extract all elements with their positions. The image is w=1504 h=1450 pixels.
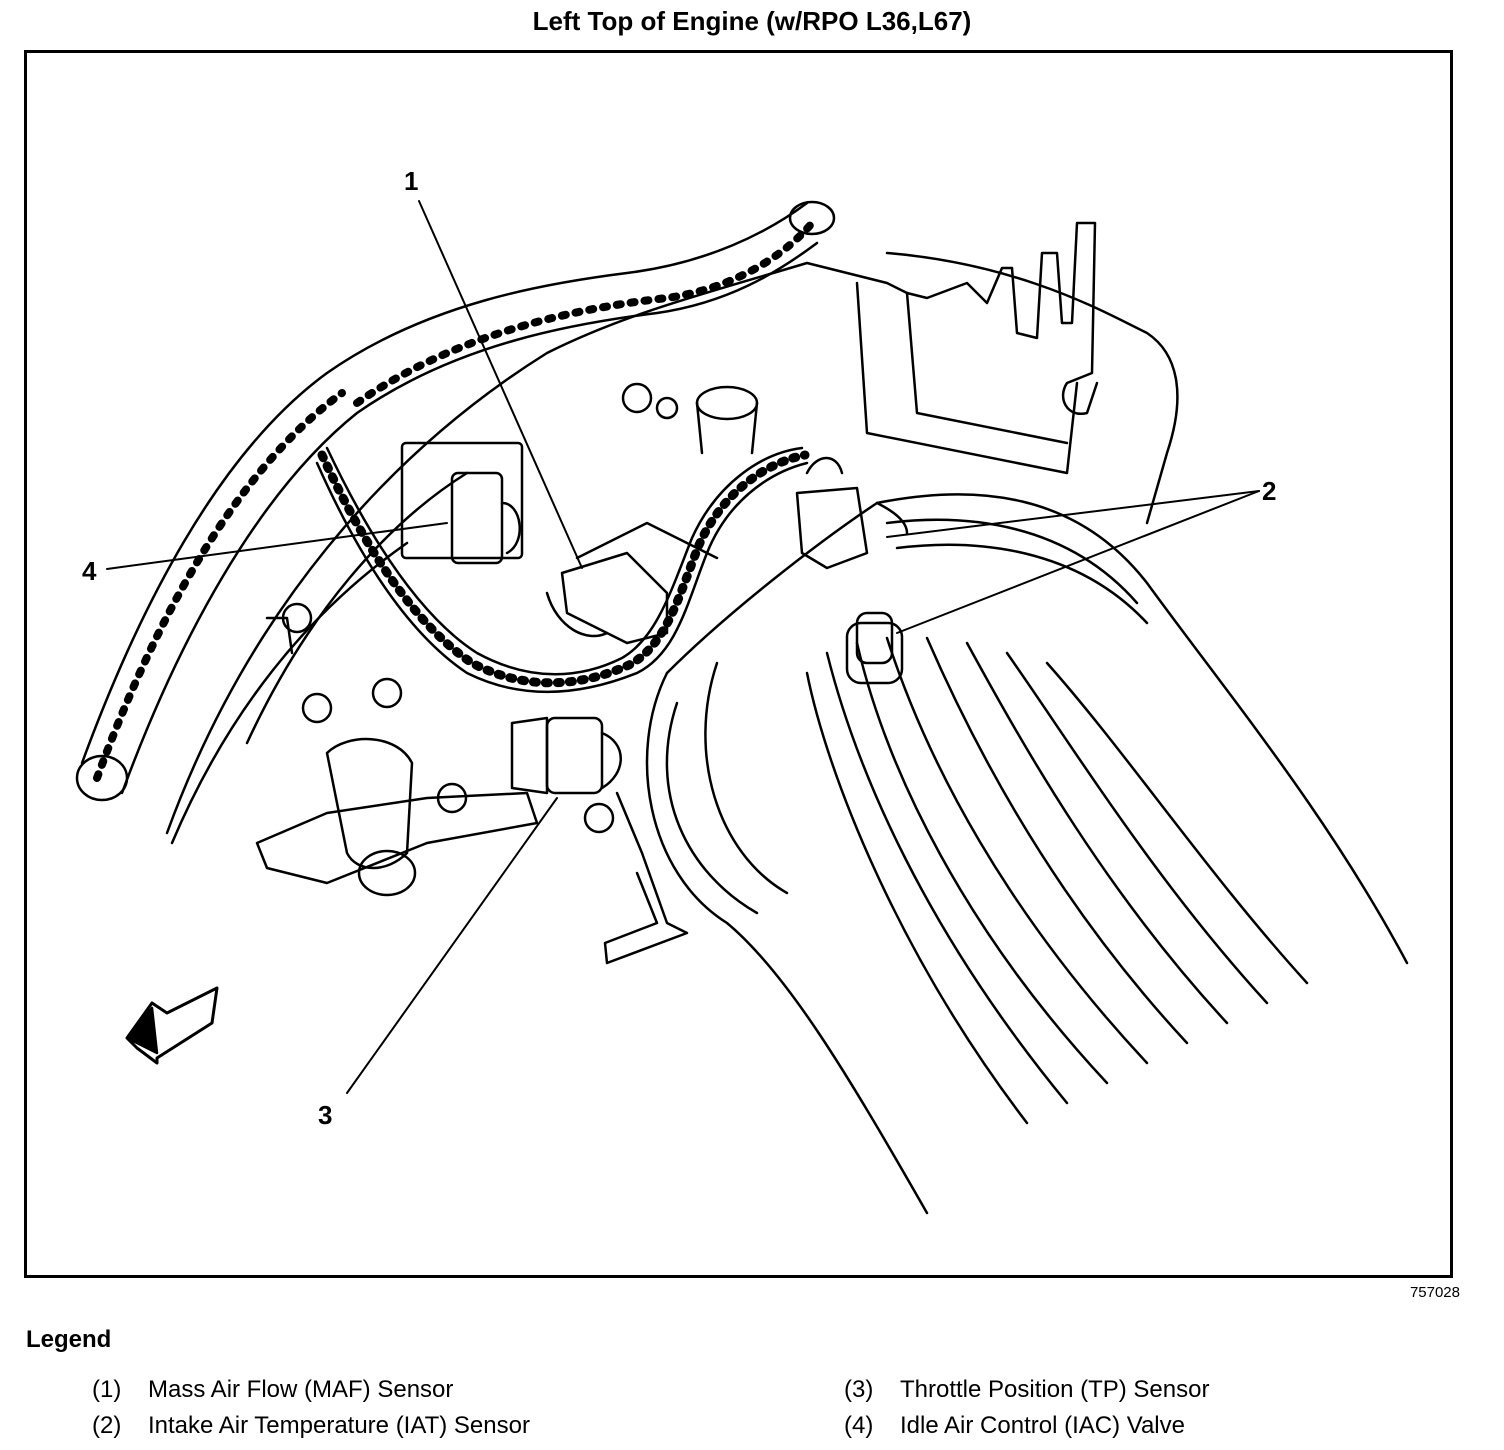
iac-valve	[400, 441, 524, 565]
legend-item-number: (4)	[844, 1412, 874, 1439]
figure-number: 757028	[1409, 1284, 1460, 1301]
mounting-strap	[603, 791, 689, 965]
maf-connector	[545, 521, 719, 645]
iat-connector	[795, 456, 904, 685]
diagram-title: Left Top of Engine (w/RPO L36,L67)	[532, 6, 972, 36]
legend-item-iac: (4) Idle Air Control (IAC) Valve	[844, 1412, 1185, 1440]
legend-item-label: Throttle Position (TP) Sensor	[900, 1376, 1210, 1403]
sensor-harness	[315, 446, 810, 694]
legend-item-number: (3)	[844, 1376, 874, 1403]
legend-item-tp: (3) Throttle Position (TP) Sensor	[844, 1376, 1209, 1404]
callout-4: 4	[82, 556, 97, 586]
leader-line-2a	[886, 490, 1260, 538]
air-intake-duct	[645, 493, 1409, 1215]
legend-item-label: Intake Air Temperature (IAT) Sensor	[148, 1412, 530, 1439]
throttle-bracket	[255, 791, 539, 885]
callout-3: 3	[318, 1100, 333, 1130]
engine-block-outline	[165, 261, 909, 835]
callout-1: 1	[404, 166, 419, 196]
leader-lines	[106, 200, 1260, 1094]
diagram-frame	[24, 50, 1453, 1278]
legend-item-number: (1)	[92, 1376, 122, 1403]
mounting-bracket	[905, 221, 1099, 416]
callout-2: 2	[1262, 476, 1277, 506]
leader-line-3	[346, 797, 558, 1094]
legend-item-maf: (1) Mass Air Flow (MAF) Sensor	[92, 1376, 453, 1404]
legend-item-label: Mass Air Flow (MAF) Sensor	[148, 1376, 454, 1403]
wire-harness	[75, 200, 836, 802]
legend-heading: Legend	[26, 1326, 112, 1353]
engine-illustration	[75, 200, 1409, 1215]
legend-item-number: (2)	[92, 1412, 122, 1439]
legend-item-iat: (2) Intake Air Temperature (IAT) Sensor	[92, 1412, 530, 1440]
leader-line-2b	[896, 490, 1260, 634]
leader-line-1	[418, 200, 583, 569]
bolts	[281, 382, 679, 834]
legend-item-label: Idle Air Control (IAC) Valve	[900, 1412, 1185, 1439]
tp-sensor	[510, 716, 622, 795]
leader-line-4	[106, 522, 448, 570]
